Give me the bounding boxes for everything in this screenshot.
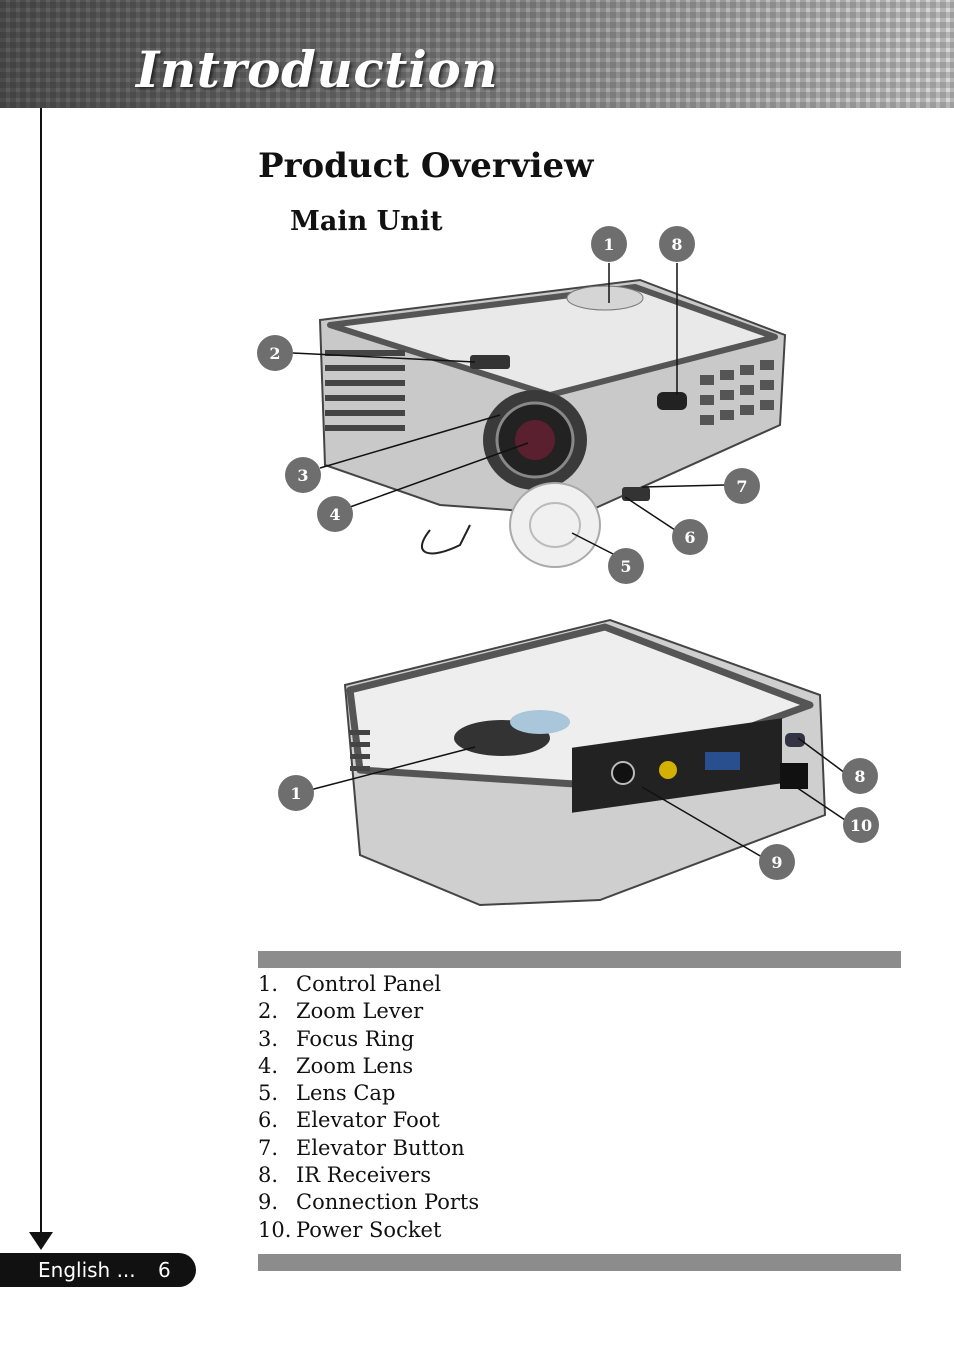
subsection-title: Main Unit <box>290 206 443 237</box>
callout-5: 5 <box>608 548 644 584</box>
list-item: 10.Power Socket <box>258 1217 442 1242</box>
projector-front-view <box>318 278 787 568</box>
list-item: 8.IR Receivers <box>258 1163 432 1188</box>
list-item: 4.Zoom Lens <box>258 1053 414 1078</box>
svg-text:6: 6 <box>684 528 695 547</box>
list-top-bar <box>258 951 901 968</box>
callout-6: 6 <box>672 519 708 555</box>
footer-language: English ... <box>38 1258 136 1282</box>
svg-text:8: 8 <box>671 235 682 254</box>
projector-rear-view <box>343 618 827 907</box>
list-item: 1.Control Panel <box>258 972 442 996</box>
callout-3: 3 <box>285 457 321 493</box>
list-item: 9.Connection Ports <box>258 1190 480 1215</box>
callout-2: 2 <box>257 335 293 371</box>
parts-list: 1.Control Panel 2.Zoom Lever 3.Focus Rin… <box>258 971 479 1244</box>
callout-8-bottom: 8 <box>842 758 878 794</box>
svg-text:4: 4 <box>329 505 340 524</box>
svg-text:8: 8 <box>854 767 865 786</box>
section-title: Product Overview <box>258 146 594 186</box>
page-footer: English ... 6 <box>0 1253 196 1287</box>
callout-1-bottom: 1 <box>278 775 314 811</box>
chapter-title: Introduction <box>136 40 499 99</box>
svg-text:9: 9 <box>771 853 782 872</box>
list-item: 5.Lens Cap <box>258 1081 396 1106</box>
svg-text:5: 5 <box>620 557 631 576</box>
page-number: 6 <box>158 1258 171 1282</box>
page-header-banner: Introduction <box>0 0 954 108</box>
list-item: 2.Zoom Lever <box>258 999 424 1024</box>
svg-text:1: 1 <box>290 784 301 803</box>
callout-4: 4 <box>317 496 353 532</box>
callout-8-top: 8 <box>659 226 695 262</box>
callout-9: 9 <box>759 844 795 880</box>
list-item: 6.Elevator Foot <box>258 1108 440 1133</box>
margin-line <box>40 108 42 1236</box>
margin-arrow-icon <box>29 1232 53 1250</box>
svg-text:2: 2 <box>269 344 280 363</box>
svg-text:7: 7 <box>736 477 747 496</box>
list-item: 3.Focus Ring <box>258 1026 415 1051</box>
list-item: 7.Elevator Button <box>258 1135 465 1160</box>
callout-10: 10 <box>843 807 879 843</box>
list-bottom-bar <box>258 1254 901 1271</box>
projector-figure: 1 8 2 3 4 7 6 5 1 8 10 9 <box>257 226 879 907</box>
callout-1-top: 1 <box>591 226 627 262</box>
svg-text:3: 3 <box>297 466 308 485</box>
callout-7: 7 <box>724 468 760 504</box>
svg-text:10: 10 <box>850 816 872 835</box>
header-pattern <box>0 0 954 108</box>
svg-text:1: 1 <box>603 235 614 254</box>
